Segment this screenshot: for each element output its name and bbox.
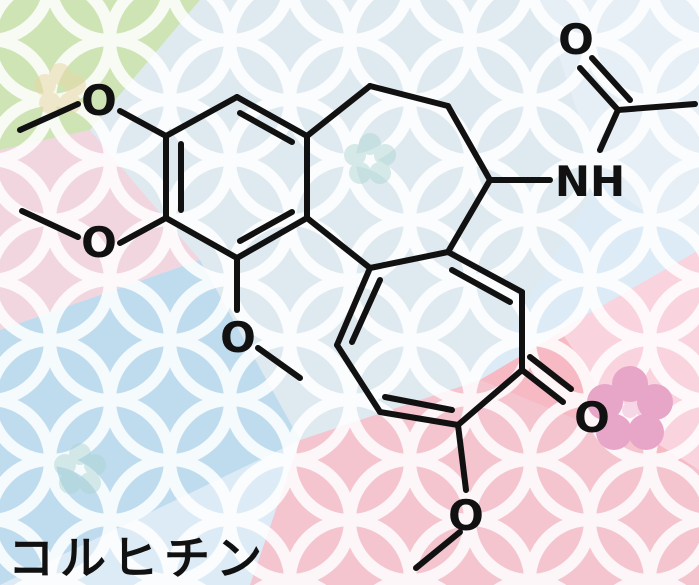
plum-blossom-icon xyxy=(54,443,106,494)
plum-blossom-icon xyxy=(344,133,396,184)
atom-o-top-left: O xyxy=(81,76,117,125)
molecule-bonds xyxy=(17,55,698,571)
atom-o-lower: O xyxy=(220,313,256,362)
plum-blossom-icon xyxy=(587,366,673,450)
atom-o-bottom: O xyxy=(448,491,484,540)
atom-o-ketone: O xyxy=(574,393,610,442)
atom-labels: O O O O O O NH xyxy=(81,15,625,540)
atom-o-carbonyl: O xyxy=(558,15,594,64)
atom-nh: NH xyxy=(555,157,625,206)
compound-name: コルヒチン xyxy=(8,531,268,585)
atom-o-mid-left: O xyxy=(81,218,117,267)
